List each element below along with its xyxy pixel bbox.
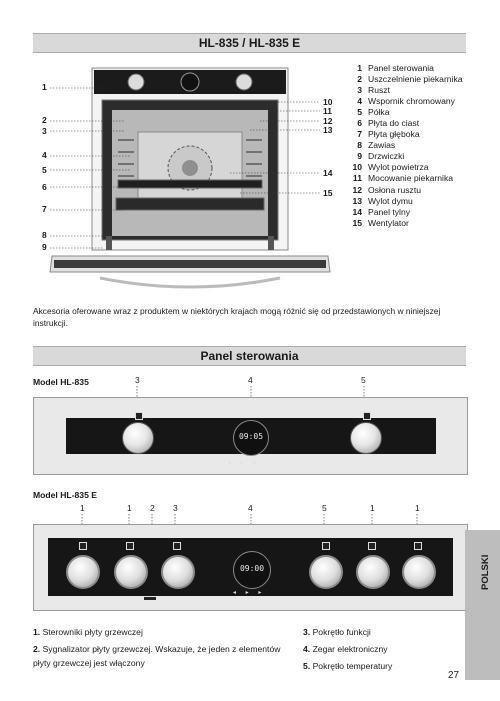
function-symbol-icon [135, 412, 143, 420]
control-panel-hl835: 09:05 ◂ ▸ ▸ [33, 397, 468, 475]
electronic-clock[interactable]: 09:00 [233, 551, 271, 589]
callout-5: 5 [42, 165, 47, 175]
page-number: 27 [448, 670, 460, 681]
panel2-num-2: 2 [150, 503, 155, 513]
callout-8: 8 [42, 230, 47, 240]
hob-zone-4-icon [414, 542, 422, 550]
temperature-symbol-icon [363, 412, 371, 420]
panel2-num-1d: 1 [415, 503, 420, 513]
hob-knob-1[interactable] [66, 555, 100, 589]
callout-7: 7 [42, 204, 47, 214]
control-panel-hl835e: 09:00 ◂ ▸ ▸ [33, 524, 468, 611]
knob-right [235, 73, 253, 91]
panel1-num-5: 5 [361, 375, 366, 385]
footnote-item: 1. Sterowniki płyty grzewczej [33, 627, 143, 637]
temperature-symbol-icon [322, 542, 330, 550]
knob-left [127, 73, 145, 91]
callout-3: 3 [42, 126, 47, 136]
function-knob[interactable] [161, 555, 195, 589]
panel1-num-3: 3 [135, 375, 140, 385]
function-symbol-icon [173, 542, 181, 550]
footnote-item: 4. Zegar elektroniczny [303, 644, 388, 654]
hob-zone-3-icon [368, 542, 376, 550]
hob-knob-2[interactable] [114, 555, 148, 589]
temperature-knob[interactable] [309, 555, 343, 589]
callout-12: 12 [323, 116, 333, 126]
function-knob[interactable] [122, 422, 154, 454]
footnote-item: 3. Pokrętło funkcji [303, 627, 371, 637]
hob-knob-4[interactable] [402, 555, 436, 589]
footnotes-right: 3. Pokrętło funkcji 4. Zegar elektronicz… [303, 625, 463, 673]
clock-display-value: 09:00 [239, 564, 265, 573]
accessories-note: Akcesoria oferowane wraz z produktem w n… [33, 306, 441, 328]
callout-14: 14 [323, 168, 333, 178]
callout-6: 6 [42, 182, 47, 192]
callout-4: 4 [42, 150, 47, 160]
clock-buttons-icon: ◂ ▸ ▸ [233, 590, 266, 596]
callout-13: 13 [323, 125, 333, 135]
hob-indicator-light [144, 597, 156, 600]
temperature-knob[interactable] [350, 422, 382, 454]
hob-knob-3[interactable] [356, 555, 390, 589]
hob-zone-1-icon [79, 542, 87, 550]
clock-display-value: 09:05 [238, 432, 264, 441]
callout-2: 2 [42, 115, 47, 125]
model-label-hl835e: Model HL-835 E [33, 490, 97, 500]
language-tab [465, 530, 500, 680]
callout-15: 15 [323, 188, 333, 198]
panel2-num-1c: 1 [370, 503, 375, 513]
callout-10: 10 [323, 97, 333, 107]
model-label-hl835: Model HL-835 [33, 377, 89, 387]
footnote-item: 5. Pokrętło temperatury [303, 661, 393, 671]
panel2-num-4: 4 [248, 503, 253, 513]
panel2-num-1b: 1 [127, 503, 132, 513]
language-tab-label: POLSKI [480, 554, 491, 590]
panel2-num-5: 5 [322, 503, 327, 513]
footnotes-left: 1. Sterowniki płyty grzewczej 2. Sygnali… [33, 625, 283, 670]
clock-buttons-icon: ◂ ▸ ▸ [228, 460, 261, 466]
callout-9: 9 [42, 242, 47, 252]
clock-display [180, 72, 200, 92]
oven-diagram [49, 67, 331, 289]
electronic-clock[interactable]: 09:05 [233, 420, 269, 456]
panel1-num-4: 4 [248, 375, 253, 385]
panel2-num-1a: 1 [80, 503, 85, 513]
panel2-num-3: 3 [173, 503, 178, 513]
section-title-control-panel: Panel sterowania [33, 346, 466, 366]
section-title-oven: HL-835 / HL-835 E [33, 33, 466, 53]
footnote-item: 2. Sygnalizator płyty grzewczej. Wskazuj… [33, 644, 281, 668]
panel1-leader-lines [136, 386, 365, 398]
callout-11: 11 [323, 106, 332, 116]
hob-zone-2-icon [126, 542, 134, 550]
callout-1: 1 [42, 82, 47, 92]
